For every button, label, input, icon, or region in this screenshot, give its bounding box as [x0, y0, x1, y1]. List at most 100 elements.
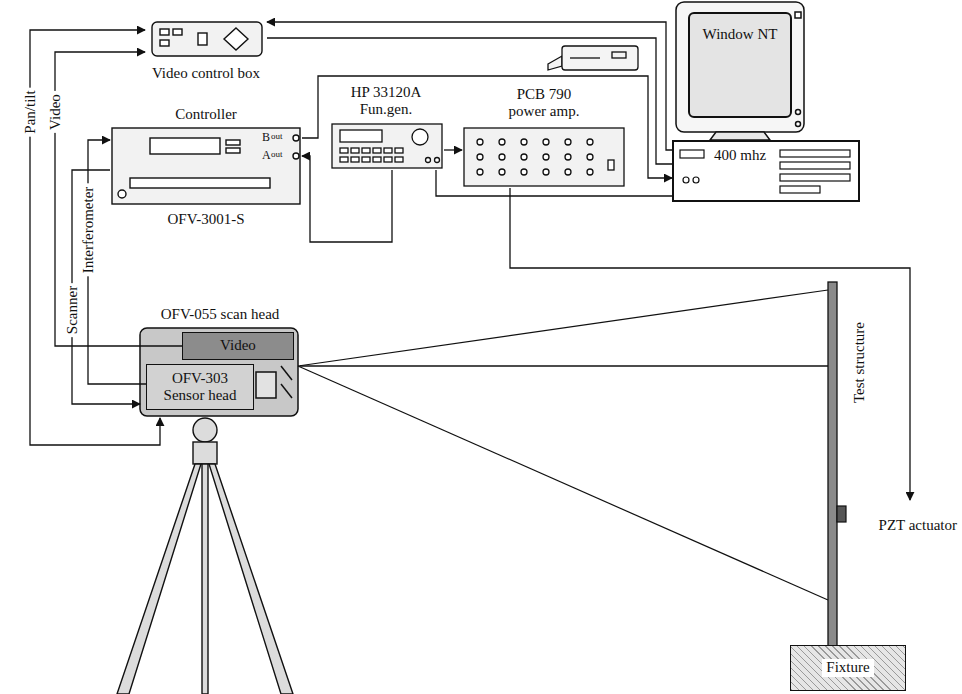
laser-beams-part	[298, 290, 828, 366]
power-amplifier-device-part	[587, 154, 593, 160]
tripod-part	[209, 464, 293, 694]
function-generator-device-part	[373, 157, 381, 162]
video-control-box-device-part	[173, 29, 182, 35]
computer-details-part	[780, 150, 850, 157]
power-amplifier-device-part	[477, 169, 483, 175]
pzt-actuator: PZT actuator	[837, 500, 957, 534]
monitor-part	[676, 2, 804, 132]
function-generator-device	[332, 124, 442, 168]
monitor-screen: Window NT	[688, 12, 792, 118]
controller: ControllerOFV-3001-S	[110, 106, 302, 228]
power-amplifier-device-part	[521, 139, 527, 145]
pzt-actuator-patch-part	[837, 506, 846, 522]
tripod-part	[117, 464, 201, 694]
function-generator: HP 33120A Fun.gen.	[328, 84, 444, 170]
laser-beams	[298, 290, 828, 600]
scan-head: OFV-055 scan headVideoOFV-303 Sensor hea…	[140, 306, 300, 418]
node-text: Video	[220, 337, 256, 354]
controller-device-part	[150, 138, 220, 154]
function-generator-device-part	[395, 157, 403, 162]
cable-label: Video	[46, 91, 65, 133]
video-camera: Video	[182, 332, 294, 360]
controller-device-part	[226, 148, 240, 153]
function-generator-device-part	[340, 148, 403, 162]
function-generator-device-part	[384, 148, 392, 153]
node-text: HP 33120A Fun.gen.	[344, 84, 428, 119]
function-generator-device-part	[351, 157, 359, 162]
scan-head-body-part	[140, 328, 298, 416]
video-control-box-device	[152, 22, 262, 56]
function-generator-device-part	[362, 157, 370, 162]
power-amplifier-device-part	[608, 160, 614, 170]
pzt-actuator-patch	[837, 506, 846, 522]
node-text: PZT actuator	[879, 517, 957, 534]
scan-head-body-part	[281, 366, 292, 380]
scan-head-body-part	[281, 384, 292, 398]
function-generator-device-part	[340, 130, 382, 142]
power-amplifier-device-part	[565, 169, 571, 175]
port-label: A	[262, 149, 271, 161]
video-control-box-device-part	[152, 22, 262, 56]
tripod	[117, 418, 293, 694]
port-label: B	[262, 131, 270, 143]
computer-case: 400 mhz	[672, 140, 860, 202]
power-amplifier-device-part	[565, 139, 571, 145]
node-text: 400 mhz	[714, 147, 766, 164]
printer-part	[548, 56, 562, 70]
signal-cable	[300, 365, 828, 366]
node-text: OFV-303 Sensor head	[158, 370, 242, 405]
printer-part	[562, 46, 638, 70]
video-control-box-device-part	[224, 28, 248, 50]
video-control-box-device-part	[198, 33, 207, 45]
power-amplifier-device	[464, 128, 624, 186]
video-control-box-device-part	[160, 40, 169, 46]
cable-label: Pan/tilt	[21, 87, 40, 136]
signal-cable	[444, 149, 462, 150]
power-amplifier-device-part	[499, 154, 505, 160]
power-amplifier-device-part	[565, 154, 571, 160]
function-generator-device-part	[384, 157, 392, 162]
signal-cable	[302, 76, 672, 178]
test-structure-beam-part	[828, 282, 837, 648]
power-amplifier: PCB 790 power amp.	[462, 86, 626, 188]
monitor-part	[710, 132, 770, 140]
node-text: Fixture	[822, 659, 873, 676]
node-text: OFV-3001-S	[168, 211, 245, 228]
signal-cable	[267, 22, 672, 150]
printer-part	[612, 52, 626, 58]
function-generator-device-part	[395, 148, 403, 153]
signal-cable	[436, 170, 672, 196]
tripod-part	[202, 464, 208, 694]
scan-head-body	[140, 328, 298, 416]
controller-device-part	[293, 153, 299, 159]
controller-device-part	[112, 128, 300, 204]
printer-part	[570, 57, 600, 58]
function-generator-device-part	[412, 129, 428, 145]
function-generator-device-part	[373, 148, 381, 153]
monitor-part	[795, 12, 801, 18]
signal-cable	[510, 188, 910, 500]
power-amplifier-device-part	[477, 154, 483, 160]
node-text: Window NT	[703, 26, 778, 43]
power-amplifier-device-part	[464, 128, 624, 186]
cable-label: Scanner	[63, 283, 82, 337]
controller-device-part	[130, 178, 270, 188]
controller-device-part	[118, 190, 126, 198]
power-amplifier-device-part	[587, 169, 593, 175]
signal-cable	[267, 38, 672, 164]
laser-beams-part	[298, 366, 828, 600]
printer	[548, 46, 638, 70]
test-structure: Test structure	[828, 282, 868, 645]
computer-details-part	[780, 174, 850, 181]
monitor	[676, 2, 804, 140]
video-control-box-device-part	[160, 29, 169, 35]
signal-cable	[55, 52, 182, 346]
power-amplifier-device-part	[521, 154, 527, 160]
signal-cable	[302, 156, 392, 242]
power-amplifier-device-part	[543, 154, 549, 160]
scan-head-body-part	[256, 372, 276, 398]
function-generator-device-part	[362, 148, 370, 153]
